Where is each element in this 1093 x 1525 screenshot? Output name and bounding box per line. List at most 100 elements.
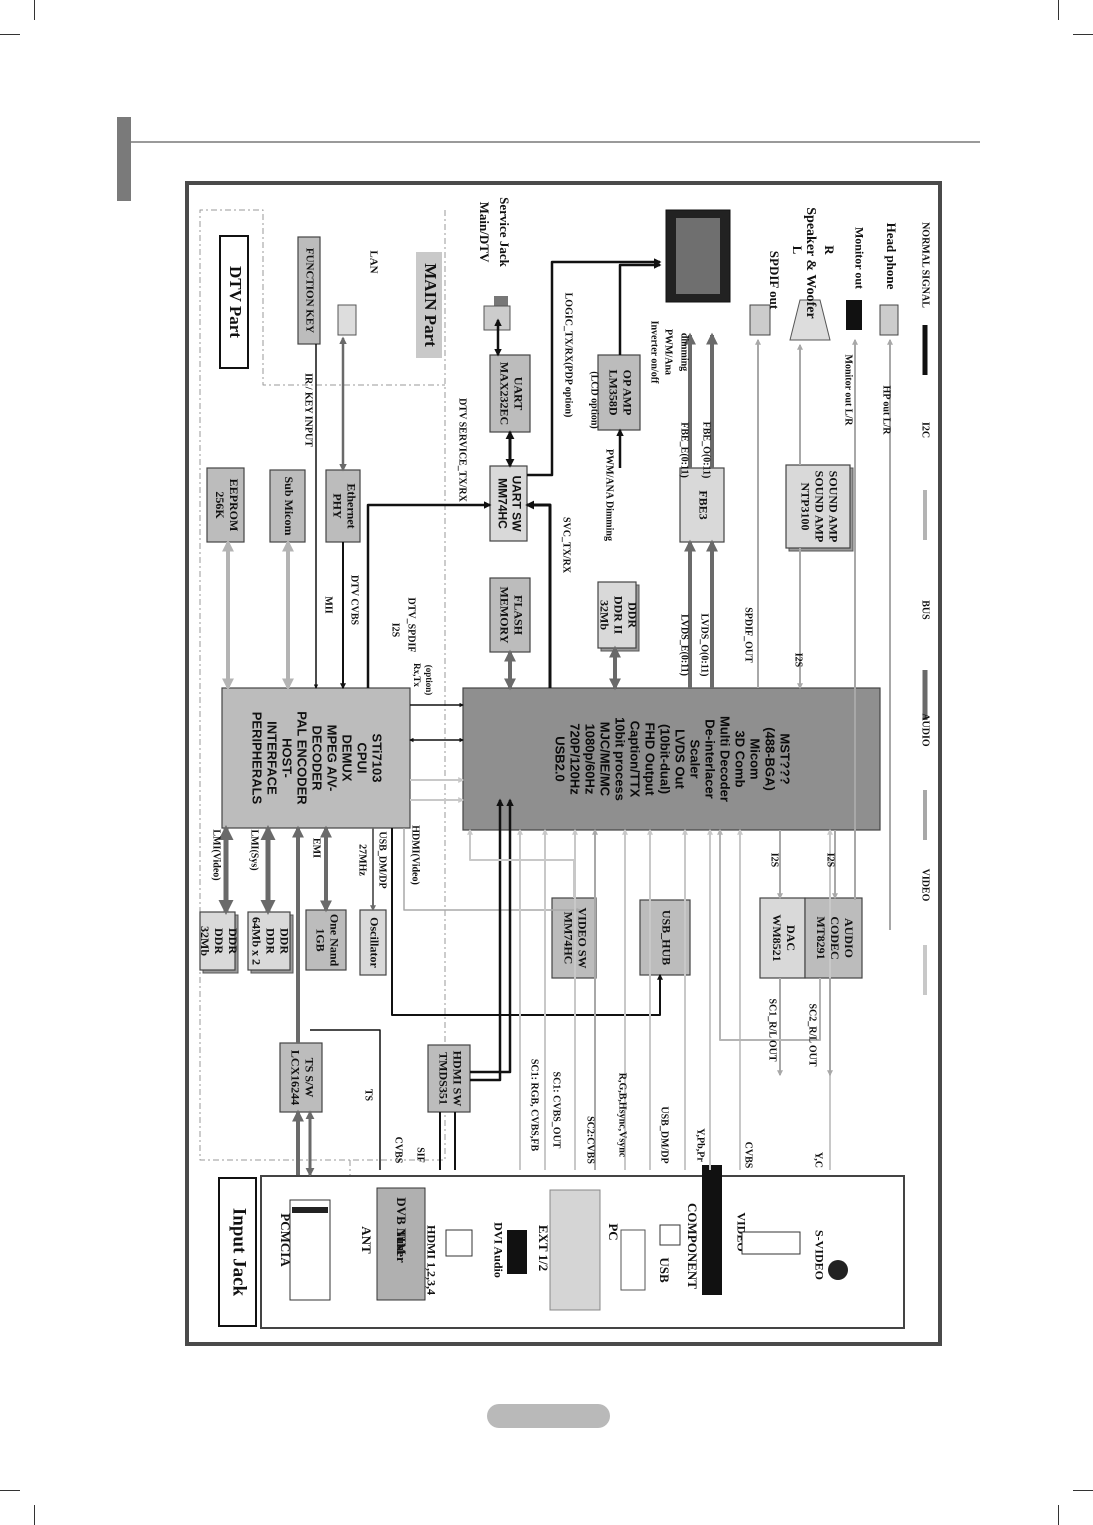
sub-micom-block-text: Sub Micom [282,476,296,535]
rgb-sync-label: R,G,B,Hsync,Vsync [617,1073,628,1158]
sc2-rl-label: SC2_R/L OUT [807,1003,818,1066]
flash-block-text: MEMORY [497,587,511,644]
fbe-e-label: FBE_E(0:11) [679,422,690,478]
legend-bus-label: BUS [920,600,931,620]
i2s-label: I2S [825,853,836,868]
spdif-jack-icon [750,305,770,335]
lcd-option-label: (LCD option) [589,371,600,429]
headphone-label: Head phone [884,223,899,290]
usb-dmdp-label: USB_DM/DP [659,1106,670,1163]
micom-block-text: 1080p/60Hz [583,724,598,795]
dvi-audio-label: DVI Audio [491,1222,505,1278]
hdmi-sw-block-text: HDMI SW [450,1051,464,1107]
cvbs-label: CVBS [393,1137,404,1164]
ddr-a-block-text: DDR [212,928,226,954]
sc1-rgb-label: SC1: RGB, CVBS,FB [529,1059,540,1152]
sound-amp-block-text: SOUND AMP [812,471,826,543]
one-nand-block-text: One Nand [327,914,341,967]
micom-block-text: LVDS Out [673,729,688,789]
speaker-label: Speaker & Woofer [803,207,818,318]
sti7103-block-text: INTERFACE [265,721,280,795]
speaker-r-label: R [822,245,837,255]
logic-label: LOGIC_TX/RX(PDP option) [563,293,574,418]
dac-block-text: WM8521 [770,914,784,961]
i2s-label: I2S [793,653,804,668]
dtv-service-label: DTV SERVICE_TX/RX [457,398,468,502]
inverter-label: dimming [679,333,690,371]
usb-port-icon [660,1225,680,1245]
micom-block-text: MJC/ME/MC [598,722,613,797]
eeprom-block-text: 256K [213,491,227,519]
ext-label: EXT 1/2 [536,1225,551,1271]
component-label: COMPONENT [685,1203,700,1289]
ypbpr-label: Y,Pb,Pr [695,1128,706,1162]
scart-port-icon [550,1190,600,1310]
lvds-e-label: LVDS_E(0:11) [679,614,690,676]
input-jack-title: Input Jack [229,1208,250,1297]
pcmcia-slot-icon [292,1207,328,1213]
ddr-a-block-text: 32Mb [198,926,212,956]
dac-block-text: DAC [784,925,798,951]
dtv-cvbs-label: DTV CVBS [349,575,360,626]
flash-block-text: FLASH [511,595,525,636]
ddr2-block-text: DDR II [611,596,625,635]
lan-label: LAN [367,250,379,273]
uart-sw-block-text: UART SW [509,476,523,533]
usb-dmdp-label: USB_DM/DP [377,831,388,888]
pc-port-icon [621,1230,645,1290]
micom-block-text: (10bit-dual) [658,724,673,794]
micom-block-text: USB2.0 [553,736,568,782]
micom-block-text: 10bit process [613,717,628,801]
hdmi-video-label: HDMI(Video) [410,825,421,885]
oscillator-block-text: Oscillator [367,917,381,968]
micom-block-text: Multi Decoder [718,716,733,802]
dtv-spdif-label: DTV_SPDIF [406,597,417,652]
uart-sw-block-text: MM74HC [495,478,509,529]
pwm-ana-label: PWM/ANA Dimming [604,449,615,541]
legend-i2c-label: I2C [920,422,931,438]
sc1-cvbs-label: SC1: CVBS_OUT [551,1072,562,1149]
ts-label: TS [363,1089,374,1102]
ir-key-label: IR / KEY INPUT [303,373,314,447]
main-part-label: MAIN Part [421,263,440,347]
sti7103-block-text: CPUI [355,742,370,773]
monitor-jack-icon [846,300,862,330]
svideo-label: S-VIDEO [812,1230,826,1280]
video-sw-block-text: MM74HC [561,912,575,965]
usb-hub-block-text: USB_HUB [659,910,673,965]
inverter-label: PWM/Ana [663,329,674,375]
audio-codec-block-text: MT8291 [814,916,828,959]
fbe3-block-text: FBE3 [696,490,710,519]
micom-block-text: Micom [748,738,763,779]
micom-block-text: 720P/120Hz [568,723,583,795]
cvbs-label: CVBS [743,1142,754,1169]
headphone-jack-icon [880,305,898,335]
spdif-out-label: SPDIF_OUT [743,607,754,663]
emi-label: EMI [311,838,322,858]
inverter-label: Inverter on/off [649,321,660,385]
micom-block-text: FHD Output [643,723,658,797]
hdmi-label: HDMI 1,2,3,4 [424,1225,438,1295]
sound-amp-block-text: NTP3100 [798,483,812,531]
pcmcia-slot-icon [290,1200,330,1300]
ddr-a-block-text: DDR [226,928,240,954]
lan-port-icon [338,305,356,335]
spdif-out-label: SPDIF out [767,251,782,310]
monitor-out-label: Monitor out [852,227,866,289]
sti7103-block-text: DEMUX [340,735,355,782]
svideo-port-icon [828,1260,848,1280]
sti7103-block-text: HOST- [280,738,295,778]
service-jack-label: Service Jack [497,197,512,267]
ts-sw-block-text: LCX16244 [288,1050,302,1105]
sti7103-block-text: DECODER [310,725,325,791]
function-key-block-text: FUNCTION KEY [303,248,315,333]
pc-label: PC [606,1223,621,1240]
lvds-o-label: LVDS_O(0:11) [699,614,710,677]
hdmi-port-icon [446,1230,472,1256]
mhz-label: 27MHz [357,844,368,876]
legend-audio-label: AUDIO [920,713,931,747]
video-jacks-icon [742,1232,800,1254]
tuner-label: Tuner [394,1229,409,1263]
ddr-b-block-text: DDR [277,928,291,954]
